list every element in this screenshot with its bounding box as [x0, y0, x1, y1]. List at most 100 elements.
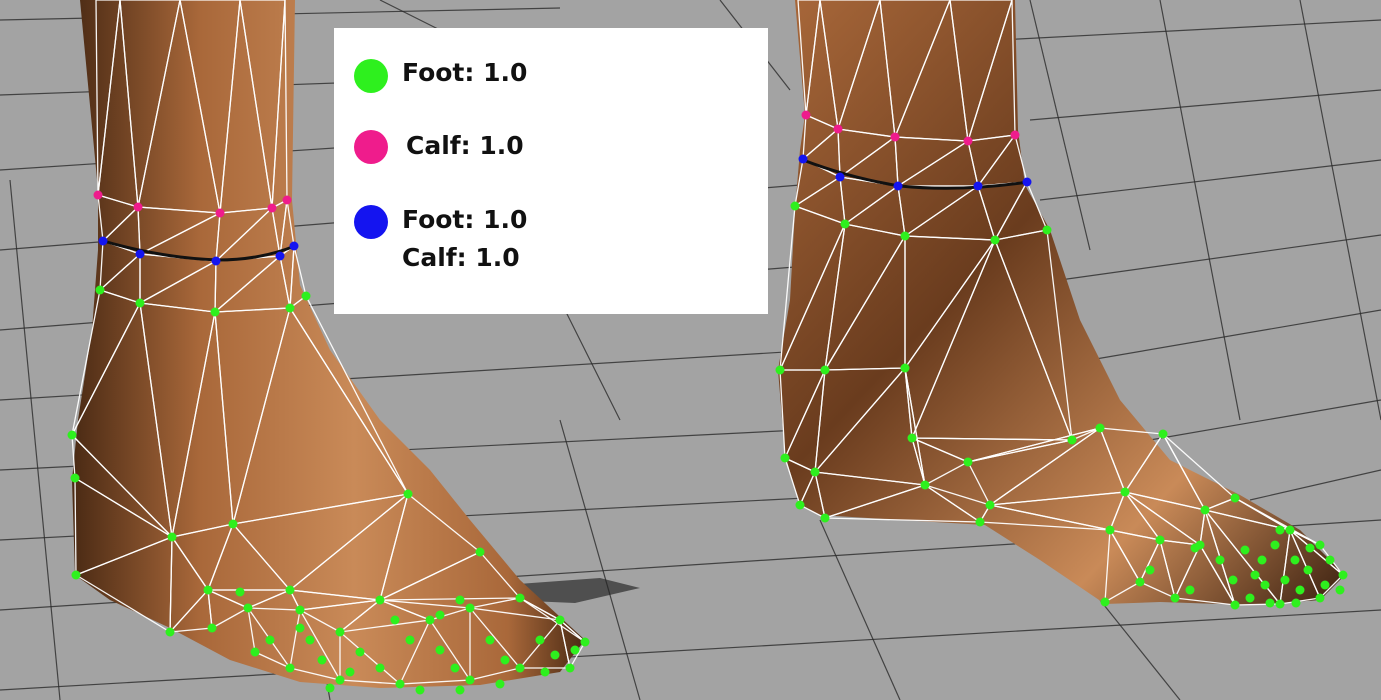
- foot-weight-vertex: [346, 668, 355, 677]
- foot-weight-vertex: [1271, 541, 1280, 550]
- foot-weight-vertex: [1043, 226, 1052, 235]
- foot-weight-dot-icon: [354, 59, 388, 93]
- foot-weight-vertex: [556, 616, 565, 625]
- foot-weight-vertex: [796, 501, 805, 510]
- foot-weight-vertex: [302, 292, 311, 301]
- foot-weight-vertex: [1201, 506, 1210, 515]
- foot-weight-vertex: [72, 571, 81, 580]
- foot-weight-vertex: [236, 588, 245, 597]
- foot-weight-vertex: [1276, 600, 1285, 609]
- calf-weight-vertex: [134, 203, 143, 212]
- foot-weight-vertex: [1321, 581, 1330, 590]
- foot-weight-vertex: [96, 286, 105, 295]
- foot-weight-vertex: [1146, 566, 1155, 575]
- foot-weight-vertex: [168, 533, 177, 542]
- foot-weight-vertex: [356, 648, 365, 657]
- shared-weight-vertex: [799, 155, 808, 164]
- foot-weight-vertex: [286, 664, 295, 673]
- foot-weight-vertex: [296, 606, 305, 615]
- foot-weight-vertex: [456, 596, 465, 605]
- foot-weight-vertex: [566, 664, 575, 673]
- foot-weight-vertex: [396, 680, 405, 689]
- foot-weight-vertex: [516, 664, 525, 673]
- calf-weight-label: Calf: 1.0: [406, 127, 524, 165]
- foot-weight-vertex: [1068, 436, 1077, 445]
- shared-weight-vertex: [276, 252, 285, 261]
- foot-weight-vertex: [1171, 594, 1180, 603]
- calf-weight-dot-icon: [354, 130, 388, 164]
- foot-weight-vertex: [1246, 594, 1255, 603]
- foot-weight-vertex: [1106, 526, 1115, 535]
- foot-weight-vertex: [1304, 566, 1313, 575]
- foot-weight-vertex: [416, 686, 425, 695]
- calf-weight-vertex: [964, 137, 973, 146]
- foot-weight-vertex: [466, 676, 475, 685]
- shared-weight-vertex: [894, 182, 903, 191]
- foot-weight-vertex: [781, 454, 790, 463]
- foot-weight-vertex: [1339, 571, 1348, 580]
- foot-weight-vertex: [476, 548, 485, 557]
- foot-weight-vertex: [406, 636, 415, 645]
- foot-weight-vertex: [1241, 546, 1250, 555]
- foot-weight-vertex: [71, 474, 80, 483]
- foot-weight-vertex: [811, 468, 820, 477]
- calf-weight-vertex: [283, 196, 292, 205]
- foot-weight-vertex: [229, 520, 238, 529]
- foot-weight-vertex: [336, 628, 345, 637]
- foot-weight-vertex: [286, 304, 295, 313]
- calf-weight-vertex: [891, 133, 900, 142]
- shared-weight-vertex: [212, 257, 221, 266]
- foot-weight-vertex: [296, 624, 305, 633]
- foot-weight-vertex: [1292, 599, 1301, 608]
- foot-weight-vertex: [1216, 556, 1225, 565]
- foot-weight-vertex: [1101, 598, 1110, 607]
- foot-weight-vertex: [1156, 536, 1165, 545]
- foot-weight-vertex: [964, 458, 973, 467]
- shared-weight-calf-label: Calf: 1.0: [402, 239, 520, 277]
- foot-weight-vertex: [436, 611, 445, 620]
- foot-weight-vertex: [501, 656, 510, 665]
- foot-weight-vertex: [1261, 581, 1270, 590]
- foot-weight-vertex: [986, 501, 995, 510]
- foot-weight-vertex: [1229, 576, 1238, 585]
- foot-weight-vertex: [1159, 430, 1168, 439]
- foot-weight-vertex: [426, 616, 435, 625]
- foot-weight-vertex: [376, 596, 385, 605]
- foot-weight-vertex: [456, 686, 465, 695]
- calf-weight-vertex: [216, 209, 225, 218]
- foot-weight-vertex: [266, 636, 275, 645]
- foot-weight-vertex: [1276, 526, 1285, 535]
- foot-weight-vertex: [68, 431, 77, 440]
- foot-weight-vertex: [208, 624, 217, 633]
- foot-weight-vertex: [166, 628, 175, 637]
- foot-weight-vertex: [1286, 526, 1295, 535]
- foot-weight-vertex: [991, 236, 1000, 245]
- foot-weight-vertex: [486, 636, 495, 645]
- foot-weight-vertex: [251, 648, 260, 657]
- foot-weight-vertex: [571, 646, 580, 655]
- foot-weight-vertex: [244, 604, 253, 613]
- foot-weight-vertex: [821, 514, 830, 523]
- shared-weight-vertex: [290, 242, 299, 251]
- foot-weight-vertex: [286, 586, 295, 595]
- foot-weight-vertex: [1296, 586, 1305, 595]
- foot-weight-vertex: [211, 308, 220, 317]
- foot-weight-vertex: [404, 490, 413, 499]
- calf-weight-vertex: [1011, 131, 1020, 140]
- shared-weight-vertex: [99, 237, 108, 246]
- foot-weight-vertex: [336, 676, 345, 685]
- foot-weight-vertex: [908, 434, 917, 443]
- calf-weight-vertex: [834, 125, 843, 134]
- foot-weight-vertex: [318, 656, 327, 665]
- foot-weight-vertex: [1258, 556, 1267, 565]
- foot-weight-vertex: [376, 664, 385, 673]
- foot-weight-vertex: [1306, 544, 1315, 553]
- foot-weight-vertex: [466, 604, 475, 613]
- foot-weight-vertex: [1096, 424, 1105, 433]
- foot-weight-vertex: [976, 518, 985, 527]
- calf-weight-vertex: [94, 191, 103, 200]
- foot-weight-vertex: [516, 594, 525, 603]
- calf-weight-vertex: [802, 111, 811, 120]
- foot-weight-vertex: [821, 366, 830, 375]
